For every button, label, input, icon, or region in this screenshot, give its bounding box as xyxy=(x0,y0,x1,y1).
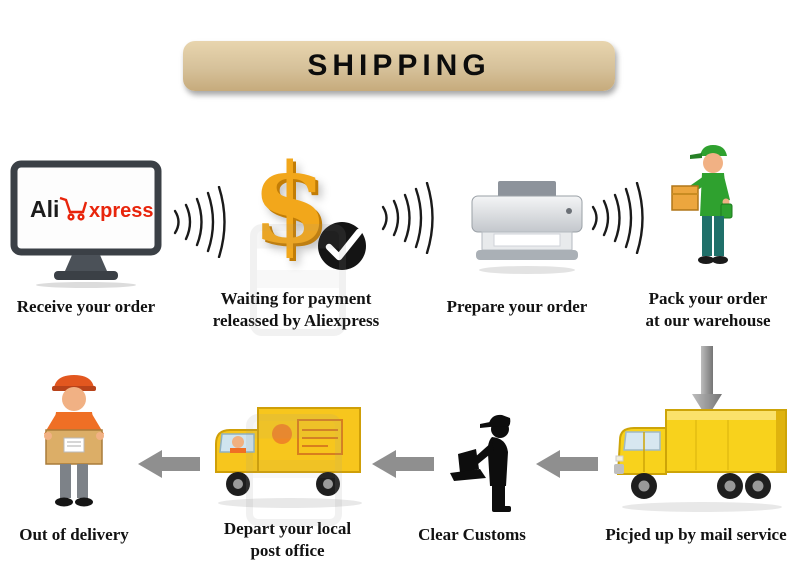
step-label-payment-line1: Waiting for payment xyxy=(220,289,372,308)
step-label-clear-customs: Clear Customs xyxy=(418,525,526,544)
mail-truck-icon xyxy=(614,409,787,512)
courier-with-box-icon xyxy=(671,145,733,264)
step-label-prepare-order: Prepare your order xyxy=(446,297,588,316)
signal-waves-icon xyxy=(173,186,226,258)
post-truck-icon xyxy=(215,407,362,508)
step-label-pack: Pack your order at our warehouse xyxy=(622,288,794,332)
logo-ali-text: Ali xyxy=(30,196,59,222)
customs-officer-icon xyxy=(450,414,511,512)
dollar-sign-icon: $ xyxy=(251,139,329,268)
watermark xyxy=(250,224,346,336)
step-label-picked-up: Picjed up by mail service xyxy=(605,525,787,544)
down-arrow-icon xyxy=(692,346,722,418)
parcel-box xyxy=(45,429,103,465)
signal-waves-icon xyxy=(591,182,644,254)
step-label-depart-line2: post office xyxy=(250,541,325,560)
monitor-stand xyxy=(65,255,107,271)
printer-icon xyxy=(471,181,583,274)
left-arrow-icon xyxy=(536,450,598,478)
left-arrow-icon xyxy=(372,450,434,478)
driver-head xyxy=(232,436,244,448)
watermark xyxy=(246,414,342,526)
cart-icon xyxy=(59,196,88,221)
step-label-out-of-delivery: Out of delivery xyxy=(19,525,129,544)
step-label-receive-order: Receive your order xyxy=(16,297,156,316)
logo-xpress-text: xpress xyxy=(89,200,154,222)
delivery-man-icon xyxy=(44,375,104,507)
banner: SHIPPING xyxy=(183,41,615,91)
aliexpress-monitor-icon: Ali xpress xyxy=(10,160,162,288)
step-label-pack-line1: Pack your order xyxy=(648,289,768,308)
left-arrow-icon xyxy=(138,450,200,478)
step-label-pack-line2: at our warehouse xyxy=(645,311,771,330)
checkmark-icon xyxy=(318,222,366,270)
banner-title: SHIPPING xyxy=(307,49,491,82)
signal-waves-icon xyxy=(381,182,434,254)
parcel-box xyxy=(671,185,699,211)
